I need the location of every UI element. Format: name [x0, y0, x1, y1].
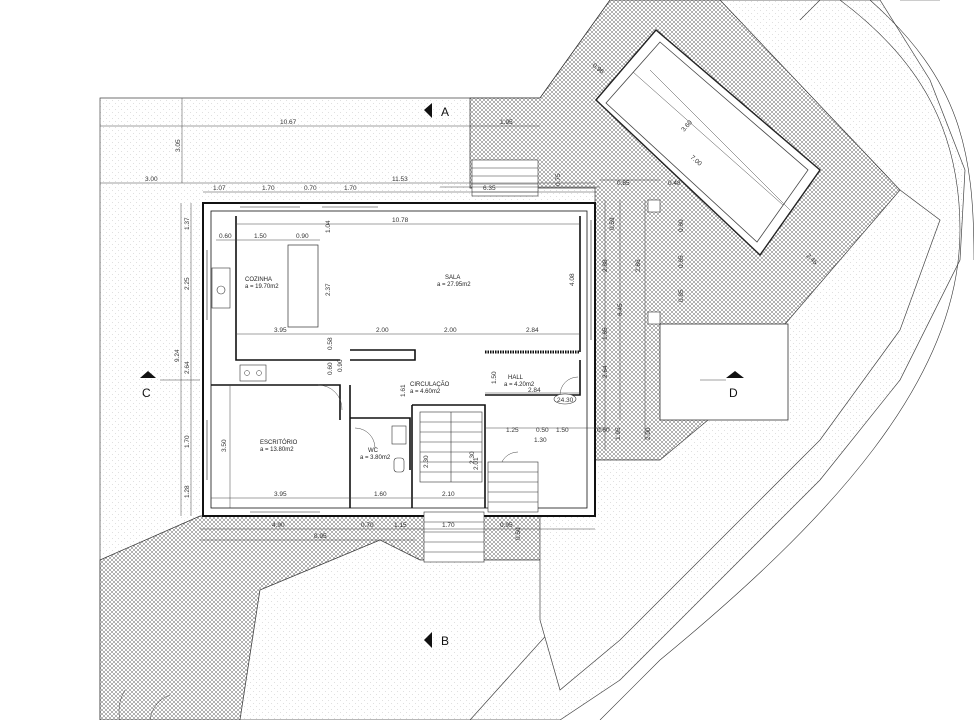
- room-cozinha-area: a = 19.70m2: [245, 284, 279, 290]
- dim-r050: 0.50: [536, 427, 549, 434]
- dim-r060b: 0.60: [597, 427, 610, 434]
- dim-200b: 2.00: [444, 327, 457, 334]
- dim-200a: 2.00: [376, 327, 389, 334]
- dim-v137: 1.37: [184, 217, 191, 230]
- entrance-gate: [118, 689, 171, 720]
- room-circulacao-area: a = 4.60m2: [410, 389, 441, 395]
- dim-b095: 0.95: [500, 522, 513, 529]
- section-b-label: B: [441, 634, 449, 648]
- dim-395b: 3.95: [274, 491, 287, 498]
- room-hall-name: HALL: [508, 375, 524, 381]
- dim-060b: 0.60: [327, 362, 334, 375]
- section-a-arrow-icon: [424, 103, 432, 118]
- section-b-arrow-icon: [424, 632, 432, 648]
- dim-210: 2.10: [442, 491, 455, 498]
- dim-201: 2.01: [473, 457, 480, 470]
- room-sala-name: SALA: [445, 275, 460, 281]
- section-a-label: A: [441, 105, 449, 119]
- dim-r059: 0.59: [609, 217, 616, 230]
- dim-107: 1.07: [213, 185, 226, 192]
- dim-170b: 1.70: [344, 185, 357, 192]
- dim-r165: 1.65: [602, 327, 609, 340]
- dim-top-total: 10.67: [280, 119, 297, 126]
- dim-150: 1.50: [254, 233, 267, 240]
- dim-070: 0.70: [304, 185, 317, 192]
- dim-r060: 0.60: [678, 219, 685, 232]
- dimension-lines: [100, 98, 660, 541]
- dim-r065: 0.65: [678, 255, 685, 268]
- dim-v128: 1.28: [184, 485, 191, 498]
- dim-r048: 0.48: [668, 180, 681, 187]
- level-tag-outline: [553, 393, 577, 405]
- level-tag: 24.30: [557, 397, 574, 404]
- dim-r085: 0.85: [617, 180, 630, 187]
- dim-b070: 0.70: [361, 522, 374, 529]
- section-c-label: C: [142, 386, 151, 400]
- dim-150b: 1.50: [491, 371, 498, 384]
- dim-161: 1.61: [400, 384, 407, 397]
- room-cozinha-name: COZINHA: [245, 277, 272, 283]
- dim-r085b: 0.85: [678, 289, 685, 302]
- stairs: [419, 159, 539, 563]
- section-markers: A B C D: [140, 103, 744, 648]
- dim-v924: 9.24: [174, 349, 181, 362]
- swimming-pool: 3.60 7.00: [595, 29, 821, 257]
- dim-b050: 0.50: [515, 527, 522, 540]
- dim-mid-total: 11.53: [392, 176, 408, 183]
- dim-395a: 3.95: [274, 327, 287, 334]
- room-sala-area: a = 27.95m2: [437, 282, 471, 288]
- dim-130: 1.30: [534, 437, 547, 444]
- dim-left-offset: 3.00: [145, 176, 158, 183]
- dim-r264: 2.64: [602, 365, 609, 378]
- dim-b490: 4.90: [272, 522, 285, 529]
- dimension-texts: 10.67 1.95 3.00 11.53 6.35 1.07 1.70 0.7…: [145, 62, 819, 540]
- dim-230: 2.30: [423, 455, 430, 468]
- dim-r286: 2.86: [635, 259, 642, 272]
- dim-058: 0.58: [327, 337, 334, 350]
- dim-284b: 2.84: [528, 387, 541, 394]
- dim-b115: 1.15: [394, 522, 407, 529]
- dim-v264: 2.64: [184, 361, 191, 374]
- section-c-arrow-icon: [140, 371, 156, 378]
- dim-060: 0.60: [219, 233, 232, 240]
- dim-150c: 1.50: [556, 427, 569, 434]
- room-wc-name: WC: [368, 448, 379, 454]
- dim-b895: 8.95: [314, 533, 327, 540]
- dim-r200: 2.00: [645, 427, 652, 440]
- room-labels: COZINHA a = 19.70m2 SALA a = 27.95m2 CIR…: [245, 275, 577, 461]
- dim-v225: 2.25: [184, 277, 191, 290]
- dim-b170: 1.70: [442, 522, 455, 529]
- dim-160: 1.60: [374, 491, 387, 498]
- dim-r288: 2.88: [602, 259, 609, 272]
- section-d-arrow-icon: [726, 371, 744, 378]
- dim-237: 2.37: [325, 283, 332, 296]
- dim-b230: 2.30: [469, 451, 476, 464]
- dim-090: 0.90: [296, 233, 309, 240]
- dim-090b: 0.90: [337, 359, 344, 372]
- dim-1078: 10.78: [392, 217, 409, 224]
- room-escritorio-area: a = 13.80m2: [260, 447, 294, 453]
- dim-284a: 2.84: [526, 327, 539, 334]
- dim-top-right: 1.95: [500, 119, 513, 126]
- covered-patio: [647, 199, 789, 421]
- room-hall-area: a = 4.20m2: [504, 382, 535, 388]
- dim-170a: 1.70: [262, 185, 275, 192]
- dim-104: 1.04: [325, 220, 332, 233]
- dim-mid-right: 6.35: [483, 185, 496, 192]
- dim-r075: 0.75: [555, 173, 562, 186]
- section-d-label: D: [729, 386, 738, 400]
- dim-v350: 3.50: [221, 439, 228, 452]
- dim-r645: 6.45: [617, 303, 624, 316]
- room-wc-area: a = 3.80m2: [360, 455, 391, 461]
- dim-408: 4.08: [569, 273, 576, 286]
- dim-v170: 1.70: [184, 435, 191, 448]
- dim-r195: 1.95: [615, 427, 622, 440]
- dim-125: 1.25: [506, 427, 519, 434]
- room-circulacao-name: CIRCULAÇÃO: [410, 381, 450, 388]
- dim-v305: 3.05: [175, 139, 182, 152]
- room-escritorio-name: ESCRITÓRIO: [260, 439, 298, 446]
